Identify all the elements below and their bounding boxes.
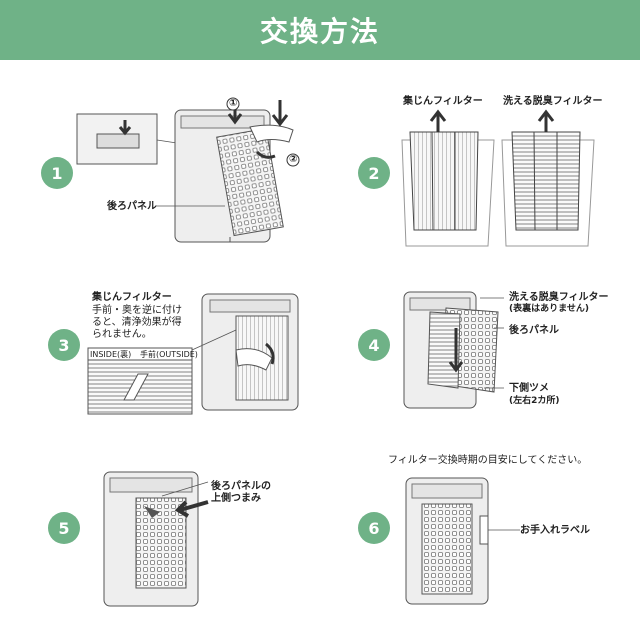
- step-1-illustration: [76, 97, 300, 243]
- step-1-back-panel-label: 後ろパネル: [107, 201, 157, 212]
- page-title: 交換方法: [259, 15, 380, 48]
- step-4-lower-claw-label: 下側ツメ: [509, 383, 549, 394]
- step-3-dust-filter-label: 集じんフィルター: [92, 292, 172, 303]
- step-5-badge: 5: [48, 512, 80, 544]
- step-3-badge: 3: [48, 329, 80, 361]
- step-4-lower-claw-note: (左右2カ所): [509, 396, 560, 406]
- step-3-caution-note: 手前・奥を逆に付けると、清浄効果が得られません。: [92, 305, 182, 340]
- step-6-illustration: [405, 477, 520, 605]
- step-2-dust-filter-label: 集じんフィルター: [403, 96, 483, 107]
- step-6-guide-text: フィルター交換時期の目安にしてください。: [388, 455, 588, 466]
- step-2-badge: 2: [358, 157, 390, 189]
- step-2-washable-filter-label: 洗える脱臭フィルター: [503, 96, 603, 107]
- step-3-illustration: [87, 293, 299, 415]
- step-6-badge: 6: [358, 512, 390, 544]
- step-5-upper-tab-label-line1: 後ろパネルの: [211, 481, 271, 492]
- step-4-back-panel-label: 後ろパネル: [509, 325, 559, 336]
- step-1-marker-2: ②: [289, 154, 298, 165]
- step-1-marker-1: ①: [229, 98, 238, 109]
- step-1-badge: 1: [41, 157, 73, 189]
- step-4-washable-filter-label: 洗える脱臭フィルター: [509, 292, 609, 303]
- step-4-illustration: [403, 291, 504, 409]
- step-6-care-label: お手入れラベル: [520, 525, 590, 536]
- page-header: 交換方法: [0, 0, 640, 60]
- step-3-outside-label: 手前(OUTSIDE): [140, 350, 198, 359]
- step-3-inside-label: INSIDE(裏): [90, 350, 132, 359]
- step-5-illustration: [103, 471, 209, 607]
- step-5-upper-tab-label-line2: 上側つまみ: [211, 493, 261, 504]
- step-2-illustration: [401, 109, 595, 247]
- step-4-badge: 4: [358, 329, 390, 361]
- step-4-washable-note: (表裏はありません): [509, 304, 589, 314]
